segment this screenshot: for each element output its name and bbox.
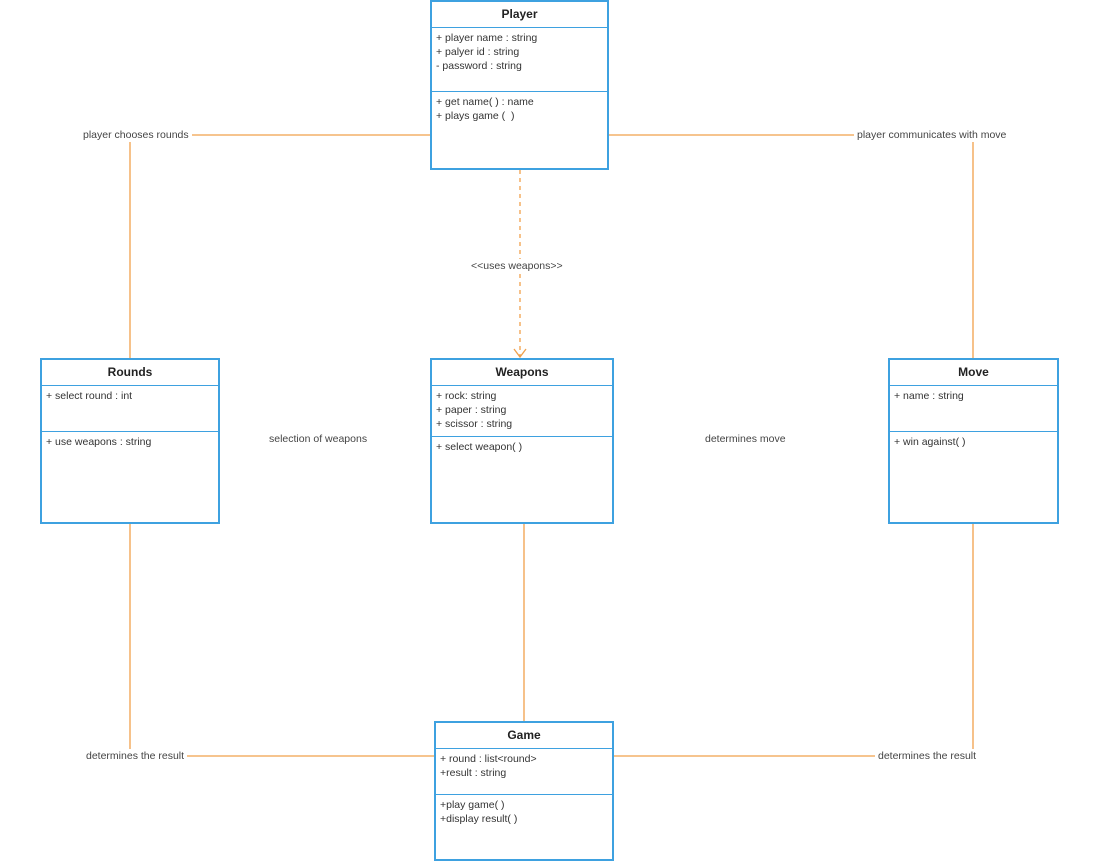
class-game-methods: +play game( ) +display result( )	[436, 795, 612, 829]
connector-player-move	[609, 134, 974, 358]
label-player-weapons: <<uses weapons>>	[468, 259, 566, 273]
attribute: + select round : int	[46, 390, 133, 402]
connector-move-game	[614, 523, 974, 757]
class-player-methods: + get name( ) : name + plays game ( )	[432, 92, 607, 126]
class-move-attributes: + name : string	[890, 386, 1057, 432]
connector-player-rounds	[129, 134, 430, 358]
method: + use weapons : string	[46, 436, 152, 448]
label-player-move: player communicates with move	[854, 128, 1010, 142]
class-move-methods: + win against( )	[890, 432, 1057, 452]
class-move[interactable]: Move + name : string + win against( )	[888, 358, 1059, 524]
class-rounds-name: Rounds	[42, 360, 218, 386]
attribute: + player name : string	[436, 32, 538, 44]
class-rounds[interactable]: Rounds + select round : int + use weapon…	[40, 358, 220, 524]
attribute: +result : string	[440, 767, 507, 779]
attribute: + name : string	[894, 390, 964, 402]
label-rounds-game: determines the result	[83, 749, 188, 763]
method: +play game( )	[440, 799, 505, 811]
attribute: + paper : string	[436, 404, 507, 416]
attribute: + round : list<round>	[440, 753, 537, 765]
method: + get name( ) : name	[436, 96, 534, 108]
attribute: + rock: string	[436, 390, 497, 402]
class-move-name: Move	[890, 360, 1057, 386]
dependency-arrowhead	[513, 348, 527, 359]
class-player-attributes: + player name : string + palyer id : str…	[432, 28, 607, 92]
class-rounds-methods: + use weapons : string	[42, 432, 218, 452]
method: + win against( )	[894, 436, 966, 448]
method: + plays game ( )	[436, 110, 515, 122]
class-weapons-name: Weapons	[432, 360, 612, 386]
class-player-name: Player	[432, 2, 607, 28]
class-weapons[interactable]: Weapons + rock: string + paper : string …	[430, 358, 614, 524]
attribute: - password : string	[436, 60, 522, 72]
class-rounds-attributes: + select round : int	[42, 386, 218, 432]
label-player-rounds: player chooses rounds	[80, 128, 192, 142]
class-game[interactable]: Game + round : list<round> +result : str…	[434, 721, 614, 861]
class-game-name: Game	[436, 723, 612, 749]
class-weapons-attributes: + rock: string + paper : string + scisso…	[432, 386, 612, 437]
class-weapons-methods: + select weapon( )	[432, 437, 612, 457]
method: +display result( )	[440, 813, 518, 825]
label-weapons-move: determines move	[702, 432, 789, 446]
attribute: + palyer id : string	[436, 46, 520, 58]
method: + select weapon( )	[436, 441, 523, 453]
class-game-attributes: + round : list<round> +result : string	[436, 749, 612, 795]
connector-rounds-game	[129, 523, 434, 757]
label-move-game: determines the result	[875, 749, 980, 763]
class-player[interactable]: Player + player name : string + palyer i…	[430, 0, 609, 170]
attribute: + scissor : string	[436, 418, 513, 430]
label-rounds-weapons: selection of weapons	[266, 432, 371, 446]
